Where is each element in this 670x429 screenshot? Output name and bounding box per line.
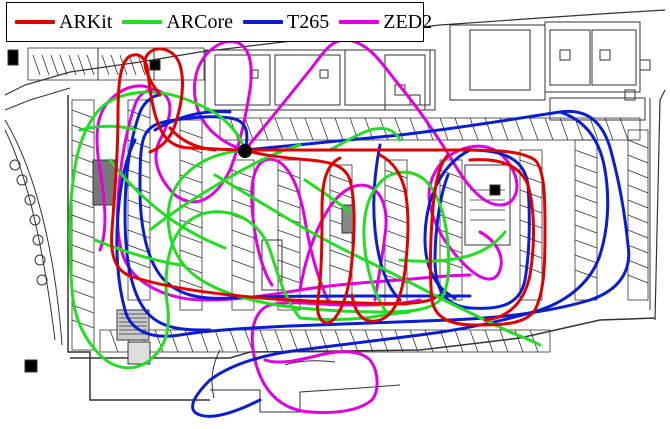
legend-label-zed2: ZED2 xyxy=(383,11,433,33)
legend-swatch-arkit xyxy=(15,20,55,24)
legend-swatch-zed2 xyxy=(339,20,380,24)
legend-label-t265: T265 xyxy=(287,11,330,33)
legend-swatch-t265 xyxy=(243,20,284,24)
legend-item-arcore: ARCore xyxy=(122,12,233,32)
legend-item-t265: T265 xyxy=(243,12,329,32)
legend-item-zed2: ZED2 xyxy=(339,12,432,32)
trajectory-zed2 xyxy=(95,38,519,414)
legend-label-arcore: ARCore xyxy=(166,11,234,33)
trajectory-arkit xyxy=(110,47,547,327)
legend: ARKit ARCore T265 ZED2 xyxy=(6,2,432,42)
start-marker-icon xyxy=(238,144,252,158)
trajectory-t265 xyxy=(115,93,631,418)
legend-item-arkit: ARKit xyxy=(15,12,112,32)
trajectory-arcore xyxy=(68,90,542,370)
legend-swatch-arcore xyxy=(122,20,163,24)
legend-label-arkit: ARKit xyxy=(59,11,113,33)
floor-plan xyxy=(4,9,666,413)
